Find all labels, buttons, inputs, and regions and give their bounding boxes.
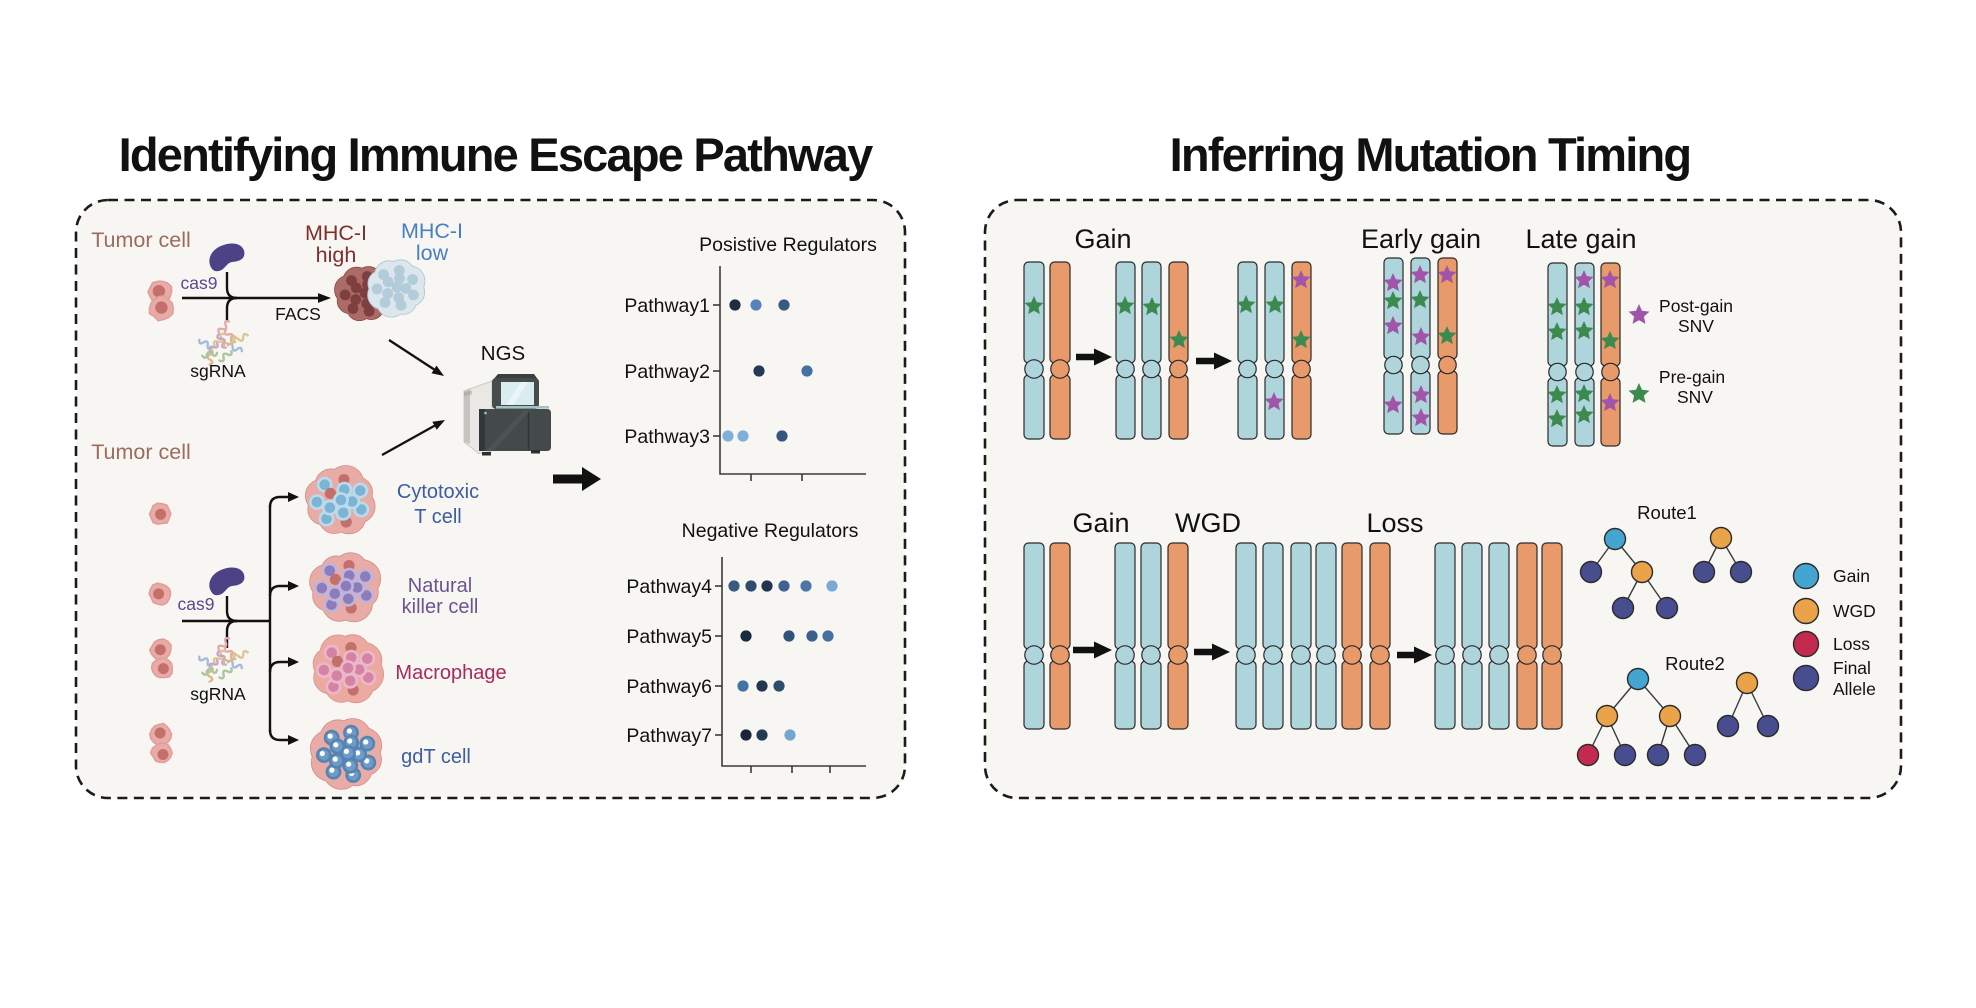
svg-text:Identifying Immune Escape Path: Identifying Immune Escape Pathway [119, 128, 874, 181]
svg-text:Gain: Gain [1072, 508, 1129, 538]
svg-text:Pathway4: Pathway4 [626, 576, 712, 598]
svg-text:FACS: FACS [275, 304, 321, 324]
svg-text:Tumor cell: Tumor cell [91, 228, 191, 252]
svg-text:gdT cell: gdT cell [401, 746, 471, 768]
svg-text:Pathway6: Pathway6 [626, 676, 712, 698]
svg-text:high: high [316, 243, 357, 267]
svg-text:Pathway5: Pathway5 [626, 626, 712, 648]
svg-text:low: low [416, 241, 449, 265]
svg-text:SNV: SNV [1677, 387, 1713, 407]
svg-text:sgRNA: sgRNA [190, 361, 246, 381]
svg-text:Cytotoxic: Cytotoxic [397, 481, 479, 503]
svg-text:Pathway7: Pathway7 [626, 725, 712, 747]
svg-text:Posistive Regulators: Posistive Regulators [699, 234, 877, 256]
svg-text:NGS: NGS [481, 342, 525, 365]
svg-text:Route1: Route1 [1637, 502, 1697, 523]
svg-text:MHC-I: MHC-I [305, 221, 367, 245]
svg-text:SNV: SNV [1678, 316, 1714, 336]
svg-text:Pathway2: Pathway2 [624, 361, 710, 383]
svg-text:MHC-I: MHC-I [401, 219, 463, 243]
svg-text:Post-gain: Post-gain [1659, 296, 1733, 316]
svg-text:cas9: cas9 [178, 594, 215, 614]
svg-text:killer cell: killer cell [402, 596, 479, 618]
svg-text:WGD: WGD [1175, 508, 1241, 538]
svg-text:Loss: Loss [1833, 634, 1870, 654]
svg-text:Gain: Gain [1074, 224, 1131, 254]
svg-text:Inferring Mutation Timing: Inferring Mutation Timing [1170, 128, 1691, 181]
svg-text:Gain: Gain [1833, 566, 1870, 586]
svg-text:cas9: cas9 [181, 273, 218, 293]
svg-text:Late gain: Late gain [1525, 224, 1636, 254]
svg-text:Route2: Route2 [1665, 653, 1725, 674]
svg-text:WGD: WGD [1833, 601, 1876, 621]
svg-text:Pathway1: Pathway1 [624, 295, 710, 317]
svg-text:Early gain: Early gain [1361, 224, 1481, 254]
svg-text:Pre-gain: Pre-gain [1659, 367, 1725, 387]
svg-text:Final: Final [1833, 658, 1871, 678]
svg-text:Pathway3: Pathway3 [624, 426, 710, 448]
svg-text:Tumor cell: Tumor cell [91, 440, 191, 464]
svg-text:Allele: Allele [1833, 679, 1876, 699]
svg-text:sgRNA: sgRNA [190, 684, 246, 704]
svg-text:Loss: Loss [1366, 508, 1423, 538]
svg-text:Negative Regulators: Negative Regulators [682, 520, 859, 542]
svg-text:Natural: Natural [408, 575, 472, 597]
svg-text:Macrophage: Macrophage [395, 662, 506, 684]
svg-text:T cell: T cell [414, 506, 461, 528]
